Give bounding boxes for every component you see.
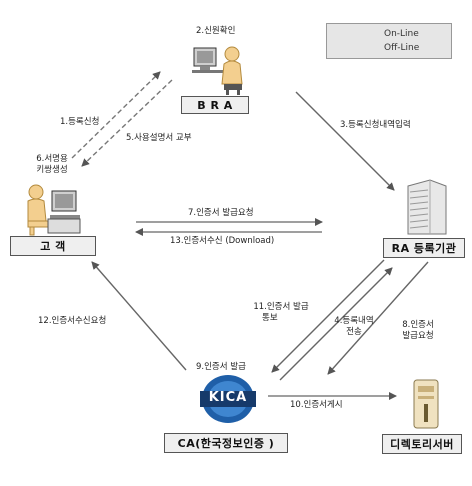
ra-server-icon bbox=[407, 179, 447, 235]
step-3-label: 3.등록신청내역입력 bbox=[340, 120, 411, 130]
step-10-label: 10.인증서게시 bbox=[290, 400, 343, 410]
step-8-line1: 8.인증서 bbox=[402, 320, 434, 330]
step-4-line2: 전송 bbox=[346, 327, 362, 337]
arrow-step-12 bbox=[91, 261, 187, 371]
arrow-step-4 bbox=[271, 259, 385, 373]
legend-offline-label: Off-Line bbox=[384, 43, 420, 53]
step-12-label: 12.인증서수신요청 bbox=[38, 316, 107, 326]
step-4-line1: 4.등록내역 bbox=[334, 316, 374, 326]
step-11-line1: 11.인증서 발급 bbox=[253, 302, 309, 312]
step-11-label: 11.인증서 발급 통보 bbox=[246, 302, 316, 324]
step-1-label: 1.등록신청 bbox=[60, 117, 100, 127]
arrow-step-5 bbox=[81, 79, 173, 167]
step-6-label: 6.서명용 키쌍생성 bbox=[22, 154, 82, 176]
legend-online-label: On-Line bbox=[384, 29, 419, 39]
bra-operator-icon bbox=[192, 46, 243, 95]
customer-node: 고 객 bbox=[10, 236, 96, 256]
kica-logo-text: KICA bbox=[208, 390, 248, 405]
arrow-step-11 bbox=[279, 267, 393, 381]
bra-node: B R A bbox=[181, 96, 249, 114]
directory-server-icon bbox=[413, 379, 439, 429]
ca-node: CA(한국정보인증 ) bbox=[164, 433, 288, 453]
arrow-step-8 bbox=[327, 261, 429, 375]
customer-icon bbox=[27, 184, 81, 236]
step-5-label: 5.사용설명서 교부 bbox=[126, 133, 192, 143]
step-6-line2: 키쌍생성 bbox=[36, 165, 68, 175]
step-6-line1: 6.서명용 bbox=[36, 154, 68, 164]
step-9-label: 9.인증서 발급 bbox=[196, 362, 246, 372]
step-8-label: 8.인증서 발급요청 bbox=[392, 320, 444, 342]
arrow-step-1 bbox=[71, 71, 161, 159]
step-8-line2: 발급요청 bbox=[402, 331, 434, 341]
arrow-step-3 bbox=[295, 91, 395, 191]
step-7-label: 7.인증서 발급요청 bbox=[188, 208, 254, 218]
legend: On-Line Off-Line bbox=[326, 23, 452, 59]
step-13-label: 13.인증서수신 (Download) bbox=[170, 236, 275, 246]
step-2-label: 2.신원확인 bbox=[196, 26, 236, 36]
ra-node: RA 등록기관 bbox=[383, 238, 465, 258]
kica-logo: KICA bbox=[200, 373, 256, 425]
directory-node: 디렉토리서버 bbox=[382, 434, 462, 454]
step-4-label: 4.등록내역 전송 bbox=[326, 316, 382, 338]
step-11-line2: 통보 bbox=[262, 313, 278, 323]
